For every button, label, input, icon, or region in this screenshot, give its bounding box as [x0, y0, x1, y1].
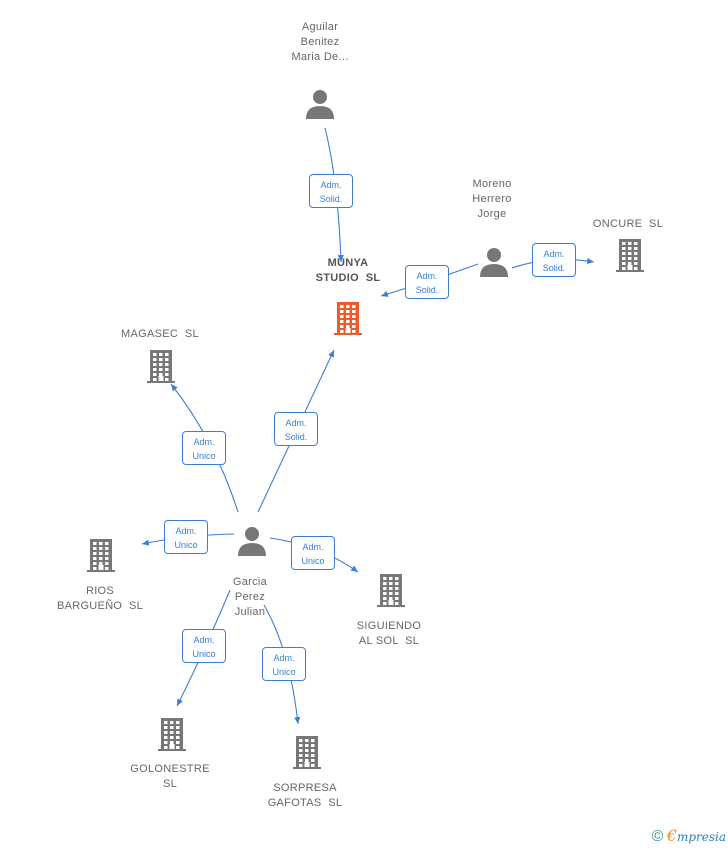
node-label-sorpresa[interactable]: SORPRESA GAFOTAS SL [250, 781, 360, 811]
company-icon[interactable] [87, 538, 115, 577]
node-label-line: RIOS [85, 585, 115, 597]
person-icon[interactable] [305, 89, 335, 124]
role-badge[interactable]: Adm. Solid. [405, 265, 449, 299]
role-badge[interactable]: Adm. Unico [291, 536, 335, 570]
node-label-line: Julian [234, 606, 266, 618]
role-badge-line: Adm. [273, 653, 295, 663]
node-label-line: GAFOTAS SL [267, 797, 343, 809]
role-badge-line: Unico [192, 649, 216, 659]
node-label-line: Garcia [232, 576, 268, 588]
role-badge-line: Unico [272, 667, 296, 677]
role-badge-line: Solid. [284, 432, 308, 442]
company-icon[interactable] [293, 735, 321, 774]
role-badge-line: Adm. [193, 635, 215, 645]
node-label-line: Benitez [300, 36, 340, 48]
node-label-line: MUNYA [327, 257, 369, 269]
company-icon[interactable] [334, 301, 362, 340]
copyright-icon: © [651, 828, 664, 845]
role-badge-line: Adm. [285, 418, 307, 428]
company-icon[interactable] [147, 349, 175, 388]
person-icon[interactable] [479, 247, 509, 282]
node-label-line: Perez [234, 591, 266, 603]
role-badge-line: Adm. [175, 526, 197, 536]
node-label-magasec[interactable]: MAGASEC SL [110, 327, 210, 342]
role-badge[interactable]: Adm. Solid. [274, 412, 318, 446]
node-label-line: Aguilar [301, 21, 339, 33]
node-label-siguiendo[interactable]: SIGUIENDO AL SOL SL [334, 619, 444, 649]
company-icon[interactable] [616, 238, 644, 277]
node-label-line: MAGASEC SL [121, 328, 199, 340]
role-badge[interactable]: Adm. Solid. [309, 174, 353, 208]
role-badge[interactable]: Adm. Unico [182, 431, 226, 465]
role-badge-line: Solid. [319, 194, 343, 204]
role-badge-line: Adm. [193, 437, 215, 447]
copyright-footer: © €mpresia [652, 826, 726, 846]
node-label-line: Moreno [472, 178, 512, 190]
company-icon[interactable] [158, 717, 186, 756]
node-label-line: Herrero [472, 193, 512, 205]
role-badge-line: Adm. [543, 249, 565, 259]
role-badge-line: Solid. [542, 263, 566, 273]
node-label-line: SL [162, 778, 178, 790]
role-badge[interactable]: Adm. Unico [164, 520, 208, 554]
node-label-line: GOLONESTRE [130, 763, 210, 775]
person-icon[interactable] [237, 526, 267, 561]
role-badge-line: Unico [174, 540, 198, 550]
node-label-line: Jorge [477, 208, 507, 220]
role-badge-line: Adm. [416, 271, 438, 281]
node-label-golonestre[interactable]: GOLONESTRE SL [115, 762, 225, 792]
role-badge[interactable]: Adm. Unico [262, 647, 306, 681]
node-label-line: Maria De... [291, 51, 349, 63]
role-badge[interactable]: Adm. Solid. [532, 243, 576, 277]
node-label-line: SORPRESA [273, 782, 337, 794]
role-badge-line: Unico [301, 556, 325, 566]
node-label-line: BARGUEÑO SL [56, 600, 144, 612]
node-label-oncure[interactable]: ONCURE SL [583, 217, 673, 232]
role-badge-line: Adm. [302, 542, 324, 552]
node-label-line: STUDIO SL [315, 272, 381, 284]
company-icon[interactable] [377, 573, 405, 612]
node-label-line: AL SOL SL [358, 635, 420, 647]
brand-logo[interactable]: €mpresia [666, 826, 726, 845]
node-label-line: ONCURE SL [592, 218, 664, 230]
node-label-munya[interactable]: MUNYA STUDIO SL [303, 256, 393, 286]
role-badge-line: Adm. [320, 180, 342, 190]
role-badge[interactable]: Adm. Unico [182, 629, 226, 663]
node-label-rios[interactable]: RIOS BARGUEÑO SL [45, 584, 155, 614]
node-label-line: SIGUIENDO [356, 620, 422, 632]
role-badge-line: Solid. [415, 285, 439, 295]
role-badge-line: Unico [192, 451, 216, 461]
